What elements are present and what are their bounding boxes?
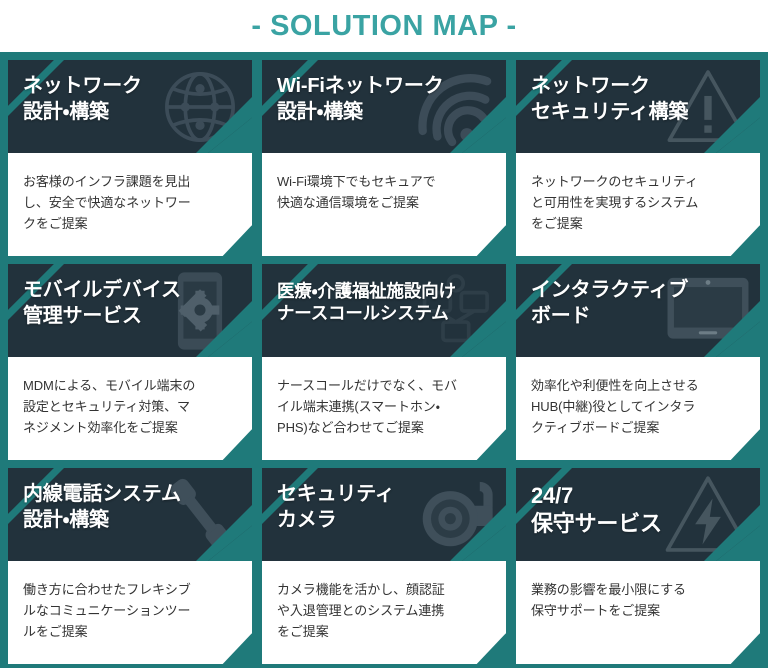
card-body: ネットワークのセキュリティ と可用性を実現するシステム をご提案 (516, 153, 760, 256)
solution-card[interactable]: Wi-Fiネットワーク 設計・構築 Wi-Fi環境下でもセキュアで 快適な通信環… (262, 60, 506, 256)
card-description: MDMによる、モバイル端末の 設定とセキュリティ対策、マ ネジメント効率化をご提… (23, 378, 196, 436)
solution-card[interactable]: セキュリティ カメラ カメラ機能を活かし、顔認証 や入退管理とのシステム連携 を… (262, 468, 506, 664)
bottom-spacer (0, 664, 768, 668)
solution-card[interactable]: モバイルデバイス 管理サービス MDMによる、モバイル端末の 設定とセキュリティ… (8, 264, 252, 460)
card-description: 業務の影響を最小限にする 保守サポートをご提案 (531, 582, 686, 619)
solution-card-grid: ネットワーク 設計・構築 お客様のインフラ課題を見出 し、安全で快適なネットワー… (0, 52, 768, 664)
solution-card[interactable]: 医療・介護福祉施設向け ナースコールシステム ナースコールだけでなく、モバ イル… (262, 264, 506, 460)
card-title: 24/7 保守サービス (531, 483, 662, 537)
solution-card[interactable]: ネットワーク 設計・構築 お客様のインフラ課題を見出 し、安全で快適なネットワー… (8, 60, 252, 256)
card-body: カメラ機能を活かし、顔認証 や入退管理とのシステム連携 をご提案 (262, 561, 506, 664)
card-header: Wi-Fiネットワーク 設計・構築 (262, 60, 506, 153)
solution-card[interactable]: ネットワーク セキュリティ構築 ネットワークのセキュリティ と可用性を実現するシ… (516, 60, 760, 256)
card-description: ナースコールだけでなく、モバ イル端末連携(スマートホン・ PHS)など合わせて… (277, 378, 457, 436)
card-title: ネットワーク 設計・構築 (23, 75, 142, 123)
card-title: 医療・介護福祉施設向け ナースコールシステム (277, 281, 456, 324)
card-header: インタラクティブ ボード (516, 264, 760, 357)
card-description: Wi-Fi環境下でもセキュアで 快適な通信環境をご提案 (277, 174, 436, 211)
card-title: セキュリティ カメラ (277, 483, 395, 531)
card-header: セキュリティ カメラ (262, 468, 506, 561)
page-title: - SOLUTION MAP - (251, 9, 517, 42)
solution-card[interactable]: インタラクティブ ボード 効率化や利便性を向上させる HUB(中継)役としてイン… (516, 264, 760, 460)
card-title: インタラクティブ ボード (531, 279, 689, 327)
card-body: ナースコールだけでなく、モバ イル端末連携(スマートホン・ PHS)など合わせて… (262, 357, 506, 460)
card-body: 効率化や利便性を向上させる HUB(中継)役としてインタラ クティブボードご提案 (516, 357, 760, 460)
card-title: 内線電話システム 設計・構築 (23, 483, 181, 531)
card-header: ネットワーク 設計・構築 (8, 60, 252, 153)
card-description: ネットワークのセキュリティ と可用性を実現するシステム をご提案 (531, 174, 699, 232)
page-title-bar: - SOLUTION MAP - (0, 0, 768, 52)
card-body: 業務の影響を最小限にする 保守サポートをご提案 (516, 561, 760, 664)
card-header: 医療・介護福祉施設向け ナースコールシステム (262, 264, 506, 357)
card-body: MDMによる、モバイル端末の 設定とセキュリティ対策、マ ネジメント効率化をご提… (8, 357, 252, 460)
card-description: カメラ機能を活かし、顔認証 や入退管理とのシステム連携 をご提案 (277, 582, 445, 640)
card-title: モバイルデバイス 管理サービス (23, 279, 181, 327)
card-body: 働き方に合わせたフレキシブ ルなコミュニケーションツー ルをご提案 (8, 561, 252, 664)
card-description: お客様のインフラ課題を見出 し、安全で快適なネットワー クをご提案 (23, 174, 191, 232)
card-title: ネットワーク セキュリティ構築 (531, 75, 689, 123)
solution-card[interactable]: 24/7 保守サービス 業務の影響を最小限にする 保守サポートをご提案 (516, 468, 760, 664)
solution-card[interactable]: 内線電話システム 設計・構築 働き方に合わせたフレキシブ ルなコミュニケーション… (8, 468, 252, 664)
card-header: ネットワーク セキュリティ構築 (516, 60, 760, 153)
card-title: Wi-Fiネットワーク 設計・構築 (277, 75, 444, 123)
card-body: お客様のインフラ課題を見出 し、安全で快適なネットワー クをご提案 (8, 153, 252, 256)
card-header: 内線電話システム 設計・構築 (8, 468, 252, 561)
card-header: モバイルデバイス 管理サービス (8, 264, 252, 357)
card-body: Wi-Fi環境下でもセキュアで 快適な通信環境をご提案 (262, 153, 506, 256)
card-header: 24/7 保守サービス (516, 468, 760, 561)
card-description: 効率化や利便性を向上させる HUB(中継)役としてインタラ クティブボードご提案 (531, 378, 699, 436)
card-description: 働き方に合わせたフレキシブ ルなコミュニケーションツー ルをご提案 (23, 582, 191, 640)
